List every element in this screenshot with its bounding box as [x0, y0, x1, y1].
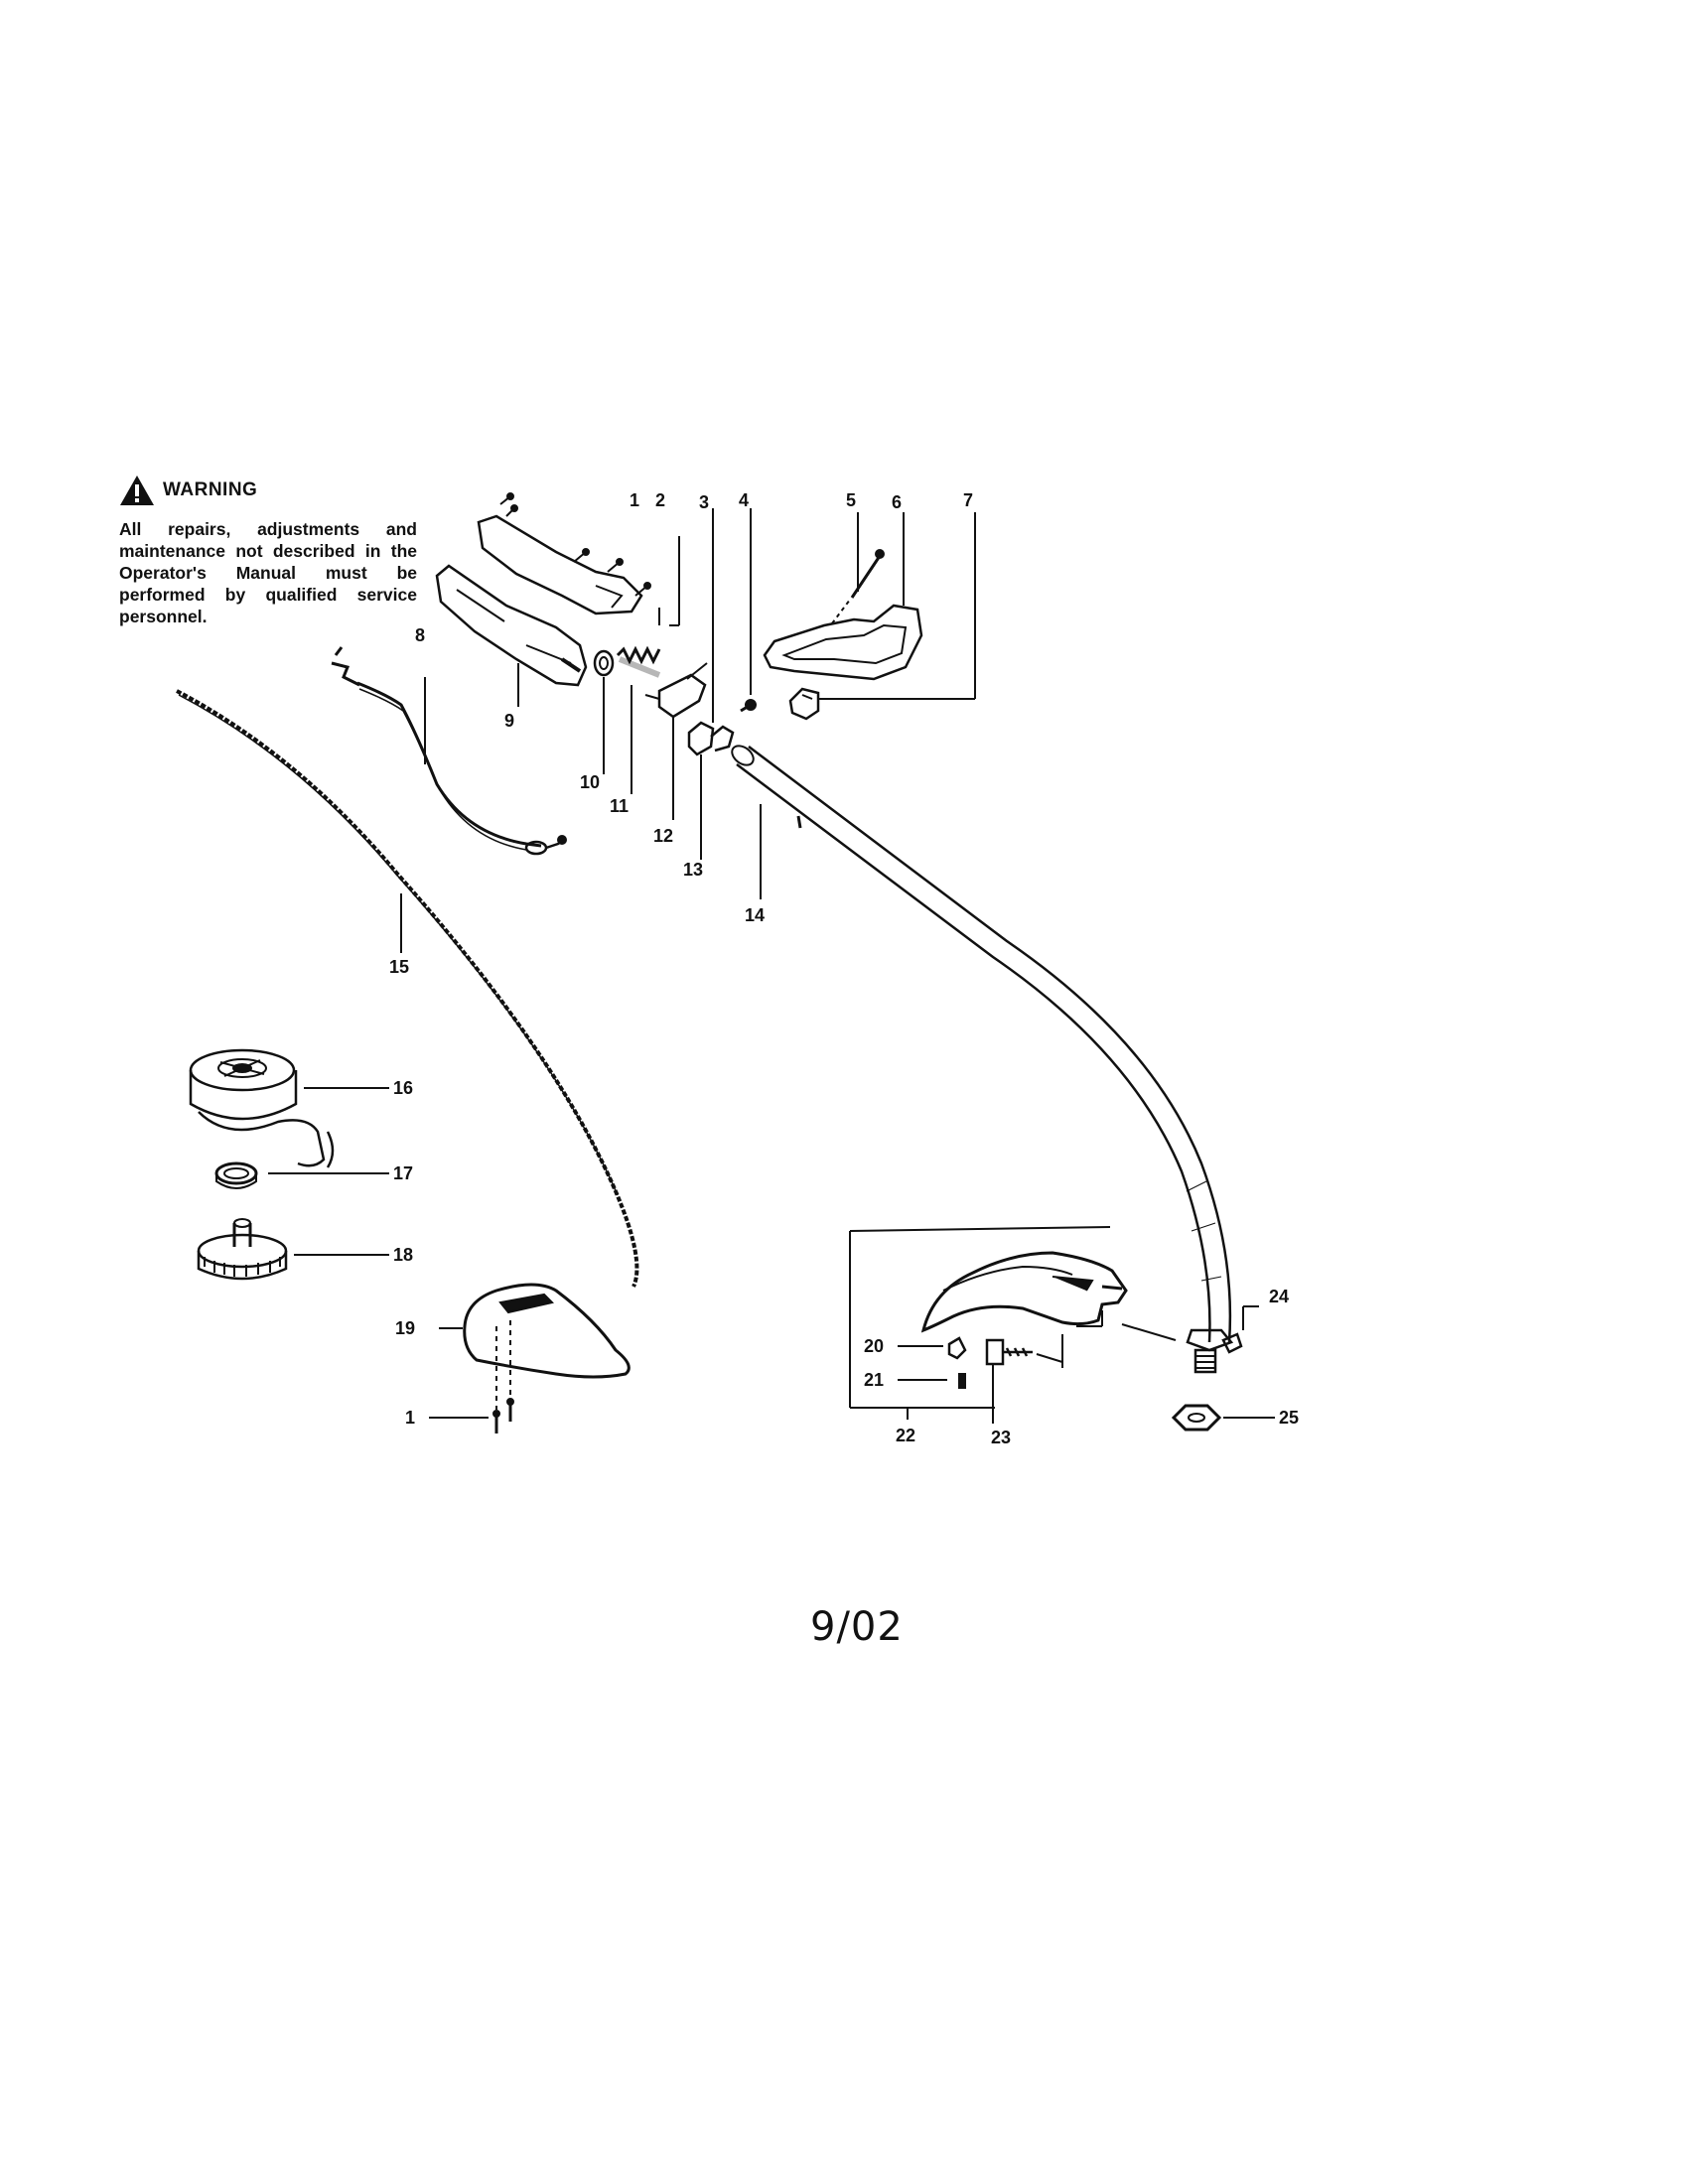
- callout-6: 6: [892, 492, 902, 512]
- callout-24: 24: [1269, 1287, 1289, 1306]
- callout-21: 21: [864, 1370, 884, 1390]
- part-1-screws: [492, 1398, 514, 1433]
- part-14-shaft-tube: [731, 745, 1232, 1343]
- part-18-spool-base: [197, 1218, 288, 1281]
- callout-3: 3: [699, 492, 709, 512]
- warning-text: All repairs, adjustments and maintenance…: [119, 519, 417, 626]
- part-4-screw: [740, 699, 757, 713]
- callout-1: 1: [630, 490, 639, 510]
- part-10-ring: [593, 649, 615, 677]
- part-12-trigger: [644, 662, 708, 719]
- warning-title: WARNING: [163, 479, 258, 500]
- part-15-drive-cable: [176, 689, 639, 1288]
- warning-triangle-icon: [120, 476, 154, 505]
- warning-box: WARNING All repairs, adjustments and mai…: [119, 475, 417, 627]
- callout-12: 12: [653, 826, 673, 846]
- part-5-bolt: [831, 549, 885, 624]
- part-25-nut: [1171, 1404, 1222, 1432]
- part-17-washer: [214, 1161, 258, 1189]
- shaft-end-fitting: [1121, 1323, 1234, 1374]
- callout-13: 13: [683, 860, 703, 880]
- callout-11: 11: [610, 796, 629, 816]
- part-23-bracket-bolt: [985, 1325, 1102, 1368]
- part-11-spring: [616, 645, 661, 678]
- part-13-clamp: [687, 721, 735, 756]
- handle-lower-part: [435, 564, 588, 687]
- handle-upper-part: [477, 492, 651, 615]
- callout-labels: 1 2 3 4 5 6 7 8 9 10 11 12 13 14 15 16 1…: [389, 490, 1299, 1447]
- part-21-screw: [958, 1373, 966, 1389]
- callout-19: 19: [395, 1318, 415, 1338]
- callout-2: 2: [655, 490, 665, 510]
- part-16-trimmer-spool: [189, 1048, 335, 1168]
- callout-17: 17: [393, 1163, 413, 1183]
- callout-9: 9: [504, 711, 514, 731]
- callout-1b: 1: [405, 1408, 415, 1428]
- part-24-washer: [1221, 1332, 1243, 1354]
- part-22-guard-assembly: [849, 1226, 1128, 1409]
- part-8-throttle-cable: [331, 646, 567, 856]
- part-7-knob: [788, 687, 820, 721]
- callout-8: 8: [415, 625, 425, 645]
- callout-4: 4: [739, 490, 749, 510]
- callout-16: 16: [393, 1078, 413, 1098]
- callout-7: 7: [963, 490, 973, 510]
- part-20-clip: [947, 1336, 967, 1360]
- warning-header: WARNING: [119, 475, 417, 506]
- part-6-loop-handle: [763, 604, 923, 681]
- callout-18: 18: [393, 1245, 413, 1265]
- callout-5: 5: [846, 490, 856, 510]
- part-19-cover: [463, 1283, 631, 1410]
- callout-15: 15: [389, 957, 409, 977]
- callout-25: 25: [1279, 1408, 1299, 1428]
- callout-14: 14: [745, 905, 765, 925]
- page-date: 9/02: [810, 1604, 904, 1650]
- callout-20: 20: [864, 1336, 884, 1356]
- callout-23: 23: [991, 1428, 1011, 1447]
- callout-22: 22: [896, 1426, 915, 1445]
- callout-10: 10: [580, 772, 600, 792]
